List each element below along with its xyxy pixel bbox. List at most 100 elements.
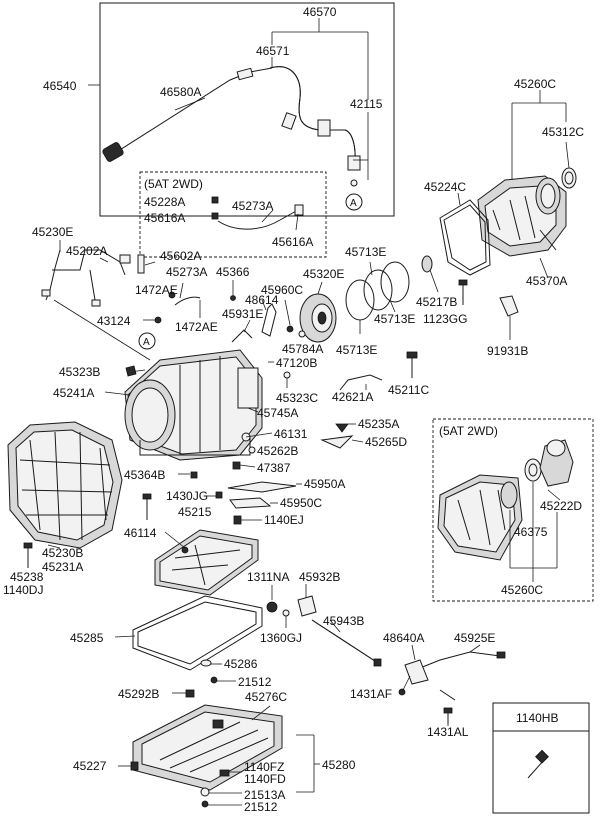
part-label: 45235A xyxy=(358,417,399,431)
part-label: 1472AE xyxy=(135,283,178,297)
upper-variant-hose-drawing xyxy=(211,196,304,231)
oil-cooler-hose-drawing xyxy=(102,66,361,187)
lever-45932b-drawing xyxy=(297,595,317,617)
bracket-91931b-drawing xyxy=(499,295,519,317)
part-label: 45366 xyxy=(216,265,250,279)
shaft-45943b-drawing xyxy=(311,619,382,667)
part-label: 45260C xyxy=(514,77,556,91)
bracket-45950a-drawing xyxy=(227,481,297,493)
oil-pan-drawing xyxy=(132,704,283,791)
bracket-48640a-drawing xyxy=(404,659,429,685)
part-label: 1140DJ xyxy=(3,583,43,597)
part-label: 45217B xyxy=(416,295,457,309)
part-label: 46571 xyxy=(256,44,290,58)
part-label: 1123GG xyxy=(423,312,467,326)
part-label: 46540 xyxy=(43,79,77,93)
part-label: 45241A xyxy=(53,386,94,400)
part-label: 1431AL xyxy=(427,725,469,739)
seal-45217b-drawing xyxy=(421,255,433,273)
gasket-drawing xyxy=(439,199,491,276)
bolt-45238-drawing xyxy=(23,542,33,568)
oil-pump-drawing xyxy=(299,293,337,343)
part-label: 43124 xyxy=(97,314,131,328)
part-label: 45228A xyxy=(144,195,185,209)
part-label: 21512 xyxy=(238,675,272,689)
part-label: 42115 xyxy=(350,97,383,111)
snap-rings-drawing xyxy=(345,261,410,321)
lower-variant-housing-drawing xyxy=(437,439,574,561)
converter-housing-drawing xyxy=(7,421,123,549)
part-label: 46580A xyxy=(160,85,201,99)
callout-a-left: A xyxy=(143,337,150,348)
part-label: 45320E xyxy=(303,267,344,281)
part-label: 45262B xyxy=(257,444,298,458)
part-label: 46131 xyxy=(274,427,308,441)
part-label: 1140FZ xyxy=(244,760,284,774)
part-label: 46570 xyxy=(303,5,337,19)
hose-assembly-box xyxy=(99,2,395,217)
cable-45925e-drawing xyxy=(409,651,501,673)
pipe-42621a-drawing xyxy=(339,374,383,391)
part-label: 45960C xyxy=(261,283,303,297)
part-label: 45932B xyxy=(299,570,340,584)
part-label: 45616A xyxy=(272,235,313,249)
part-label: 45925E xyxy=(454,631,495,645)
part-label: 45950C xyxy=(280,496,322,510)
part-label: 46114 xyxy=(124,526,157,540)
part-label: 1360GJ xyxy=(260,631,302,645)
wiring-harness-drawing xyxy=(41,249,145,307)
bolt-1123gg-drawing xyxy=(458,279,468,305)
part-label: 47120B xyxy=(276,356,317,370)
part-label: 45202A xyxy=(66,244,107,258)
valve-body-drawing xyxy=(154,529,259,596)
part-label: 45784A xyxy=(282,342,323,356)
part-label: 48614 xyxy=(245,293,279,307)
part-label: 91931B xyxy=(487,344,528,358)
part-label: 45280 xyxy=(322,758,356,772)
part-label: 45370A xyxy=(526,274,567,288)
transmission-case-drawing xyxy=(124,349,263,461)
part-label: 21512 xyxy=(244,800,278,814)
variant-label-upper: (5AT 2WD) xyxy=(144,177,203,191)
part-label: 45231A xyxy=(42,560,83,574)
sensor-45211c-drawing xyxy=(406,351,418,378)
part-label: 45602A xyxy=(160,249,201,263)
part-label: 45616A xyxy=(144,211,185,225)
part-label: 1472AE xyxy=(175,320,218,334)
part-label: 45260C xyxy=(501,583,543,597)
part-label: 48640A xyxy=(383,631,424,645)
strainer-gasket-drawing xyxy=(132,595,263,671)
part-label: 45227 xyxy=(73,759,107,773)
part-label: 1430JG xyxy=(166,489,208,503)
part-label: 45364B xyxy=(124,468,165,482)
part-label: 45713E xyxy=(345,245,386,259)
variant-box-upper xyxy=(139,171,327,258)
nut-1311na-drawing xyxy=(266,601,278,613)
part-label: 45713E xyxy=(374,312,415,326)
part-label: 45224C xyxy=(424,180,466,194)
part-label: 45215 xyxy=(178,505,212,519)
part-label: 47387 xyxy=(257,461,291,475)
part-label: 1140FD xyxy=(244,772,286,786)
part-label: 45745A xyxy=(257,406,298,420)
part-label: 1140EJ xyxy=(264,513,304,527)
kit-box xyxy=(492,702,590,814)
part-label: 45273A xyxy=(166,265,207,279)
part-label: 45211C xyxy=(388,383,429,397)
part-label: 45265D xyxy=(365,435,407,449)
part-label: 21513A xyxy=(244,788,285,802)
part-label: 45230B xyxy=(42,546,83,560)
part-label: 46375 xyxy=(514,525,548,539)
part-label: 45931E xyxy=(222,307,263,321)
part-label: 45230E xyxy=(32,225,73,239)
part-label: 45273A xyxy=(232,199,273,213)
part-label: 45222D xyxy=(540,499,582,513)
part-label: 45950A xyxy=(304,477,345,491)
part-label: 42621A xyxy=(332,390,373,404)
part-label: 45713E xyxy=(336,343,377,357)
kit-bolt-drawing xyxy=(527,749,549,779)
callout-a-upper: A xyxy=(350,198,357,209)
part-label: 45312C xyxy=(542,125,584,139)
part-label: 45286 xyxy=(224,657,258,671)
variant-label-lower: (5AT 2WD) xyxy=(439,424,498,438)
